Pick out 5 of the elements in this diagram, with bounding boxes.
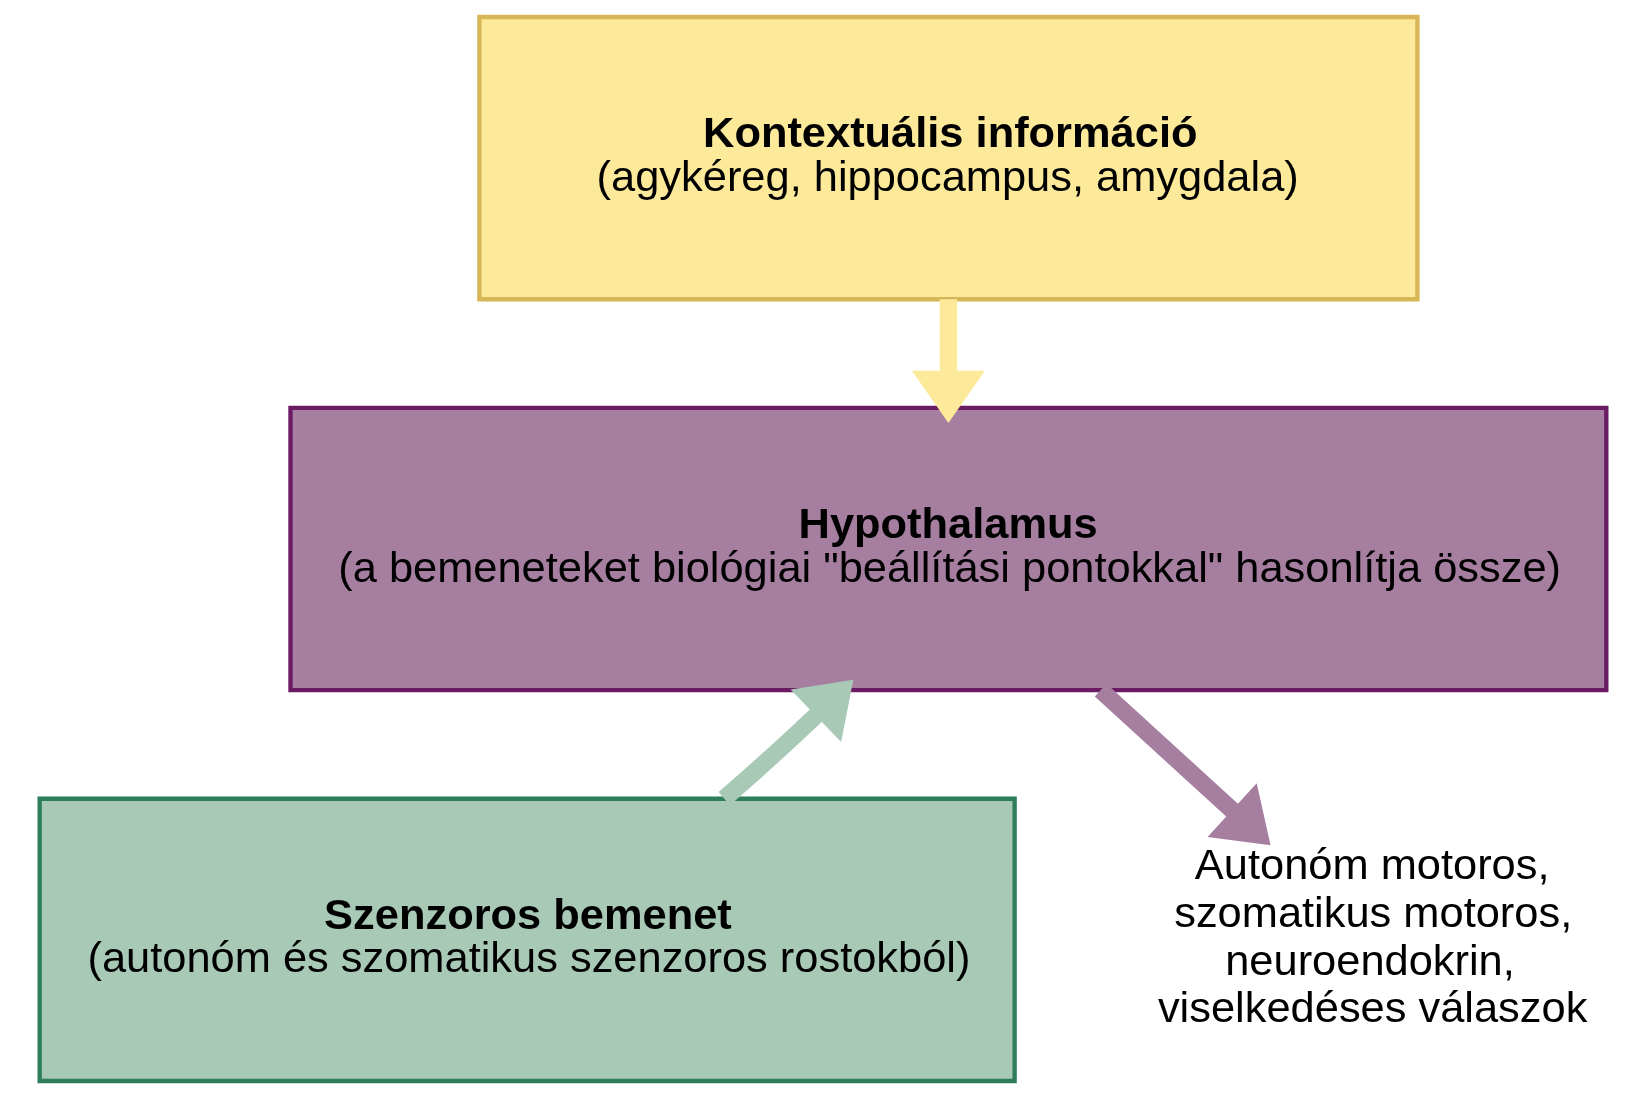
node-box: Hypothalamus (a bemeneteket biológiai "beállítási pontokkal" hasonlítja össze): [288, 405, 1609, 693]
node-box: Szenzoros bemenet (autonóm és szomatikus szenzoros rostokból): [37, 796, 1017, 1084]
arrow: [911, 299, 985, 423]
node-text: Autonóm motoros, szomatikus motoros, neuroendokrin, viselkedéses válaszok: [1157, 840, 1588, 1032]
node-box: Kontextuális információ (agykéreg, hippocampus, amygdala): [477, 14, 1420, 302]
